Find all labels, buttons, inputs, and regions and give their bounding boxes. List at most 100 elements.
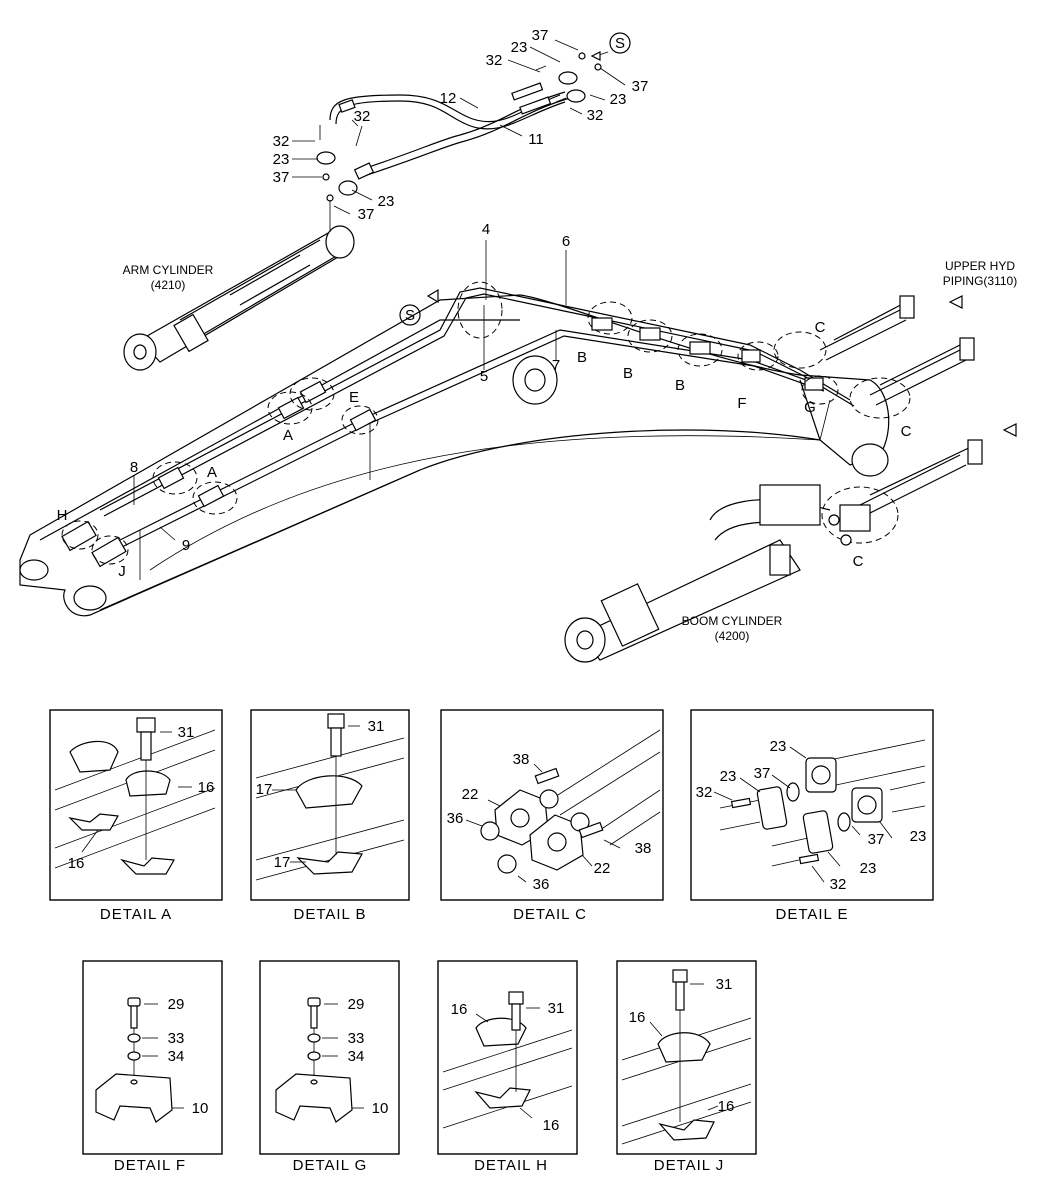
callout: 29: [168, 996, 185, 1013]
detail-marker: G: [804, 399, 816, 416]
detail-marker: J: [118, 563, 126, 580]
detail-caption: DETAIL B: [293, 906, 366, 923]
detail-h: 16 31 16 DETAIL H: [437, 960, 578, 1174]
callout: 17: [256, 781, 273, 798]
callout: 31: [368, 718, 385, 735]
detail-marker: E: [349, 389, 359, 406]
callout: 33: [348, 1030, 365, 1047]
boom-cylinder-code: (4200): [715, 629, 750, 643]
detail-caption: DETAIL G: [293, 1157, 368, 1174]
callout: 5: [480, 368, 488, 385]
upper-hyd-code: PIPING(3110): [943, 274, 1017, 288]
detail-caption: DETAIL J: [654, 1157, 725, 1174]
leader-lines: [133, 39, 626, 541]
callout: 32: [587, 107, 604, 124]
callout: 31: [548, 1000, 565, 1017]
callout: 9: [182, 537, 190, 554]
callout: 31: [178, 724, 195, 741]
detail-f: 29 33 34 10 DETAIL F: [82, 960, 223, 1174]
callout: 32: [830, 876, 847, 893]
arm-cylinder-label: ARM CYLINDER: [123, 263, 214, 277]
detail-caption: DETAIL F: [114, 1157, 186, 1174]
callout: 4: [482, 221, 490, 238]
callout: 16: [68, 855, 85, 872]
s-marker-top: S: [590, 32, 631, 61]
detail-marker: C: [853, 553, 864, 570]
callout: 6: [562, 233, 570, 250]
callout: 37: [868, 831, 885, 848]
callout: 16: [718, 1098, 735, 1115]
upper-hyd-label: UPPER HYD: [945, 259, 1015, 273]
callout: 38: [513, 751, 530, 768]
detail-e: 23 23 37 32 37 23 23 32 DETAIL E: [690, 709, 934, 923]
detail-callout-circles: [61, 281, 911, 565]
callout: 23: [860, 860, 877, 877]
detail-marker: C: [901, 423, 912, 440]
callout: 10: [372, 1100, 389, 1117]
callout: 34: [348, 1048, 365, 1065]
detail-a: 31 16 16 DETAIL A: [49, 709, 223, 923]
upper-hyd-piping: [819, 295, 983, 516]
callout: 16: [629, 1009, 646, 1026]
s-marker-boom: S: [399, 288, 439, 326]
arrow-icon: [1002, 423, 1017, 437]
callout: 37: [273, 169, 290, 186]
boom-cylinder-label: BOOM CYLINDER: [682, 614, 783, 628]
callout: 7: [552, 357, 560, 374]
callout: 32: [354, 108, 371, 125]
callout: 37: [532, 27, 549, 44]
detail-marker: A: [207, 464, 217, 481]
svg-text:S: S: [405, 307, 415, 324]
svg-text:S: S: [615, 35, 625, 52]
detail-caption: DETAIL A: [100, 906, 172, 923]
detail-marker: H: [57, 507, 68, 524]
callout: 22: [594, 860, 611, 877]
callout: 23: [610, 91, 627, 108]
detail-caption: DETAIL C: [513, 906, 587, 923]
main-assembly: S S: [19, 27, 1017, 663]
arm-cylinder: [123, 200, 355, 371]
callout: 22: [462, 786, 479, 803]
callout: 36: [447, 810, 464, 827]
callout: 36: [533, 876, 550, 893]
detail-marker: F: [737, 395, 746, 412]
arrow-icon: [948, 295, 963, 309]
callout: 23: [511, 39, 528, 56]
detail-marker: C: [815, 319, 826, 336]
callout: 37: [358, 206, 375, 223]
detail-marker: B: [675, 377, 685, 394]
callout: 32: [486, 52, 503, 69]
callout: 10: [192, 1100, 209, 1117]
detail-j: 31 16 16 DETAIL J: [616, 960, 757, 1174]
callout: 16: [198, 779, 215, 796]
callout: 29: [348, 996, 365, 1013]
callout: 23: [770, 738, 787, 755]
arm-cylinder-code: (4210): [151, 278, 186, 292]
callout: 23: [720, 768, 737, 785]
callout: 31: [716, 976, 733, 993]
callout: 34: [168, 1048, 185, 1065]
callout: 16: [543, 1117, 560, 1134]
callout: 16: [451, 1001, 468, 1018]
callout: 38: [635, 840, 652, 857]
detail-marker: B: [623, 365, 633, 382]
callout: 32: [273, 133, 290, 150]
detail-c: 38 22 36 38 22 36 DETAIL C: [440, 709, 664, 923]
boom-cylinder: [564, 484, 871, 663]
callout: 23: [273, 151, 290, 168]
callout: 33: [168, 1030, 185, 1047]
boom-pipes: [61, 287, 855, 568]
arm-hoses: [316, 52, 602, 202]
callout: 17: [274, 854, 291, 871]
callout: 12: [440, 90, 457, 107]
detail-marker: B: [577, 349, 587, 366]
detail-caption: DETAIL H: [474, 1157, 548, 1174]
callout: 23: [910, 828, 927, 845]
callout: 23: [378, 193, 395, 210]
callout: 37: [632, 78, 649, 95]
callout: 11: [528, 131, 544, 148]
callout: 32: [696, 784, 713, 801]
callout: 8: [130, 459, 138, 476]
detail-marker: A: [283, 427, 293, 444]
